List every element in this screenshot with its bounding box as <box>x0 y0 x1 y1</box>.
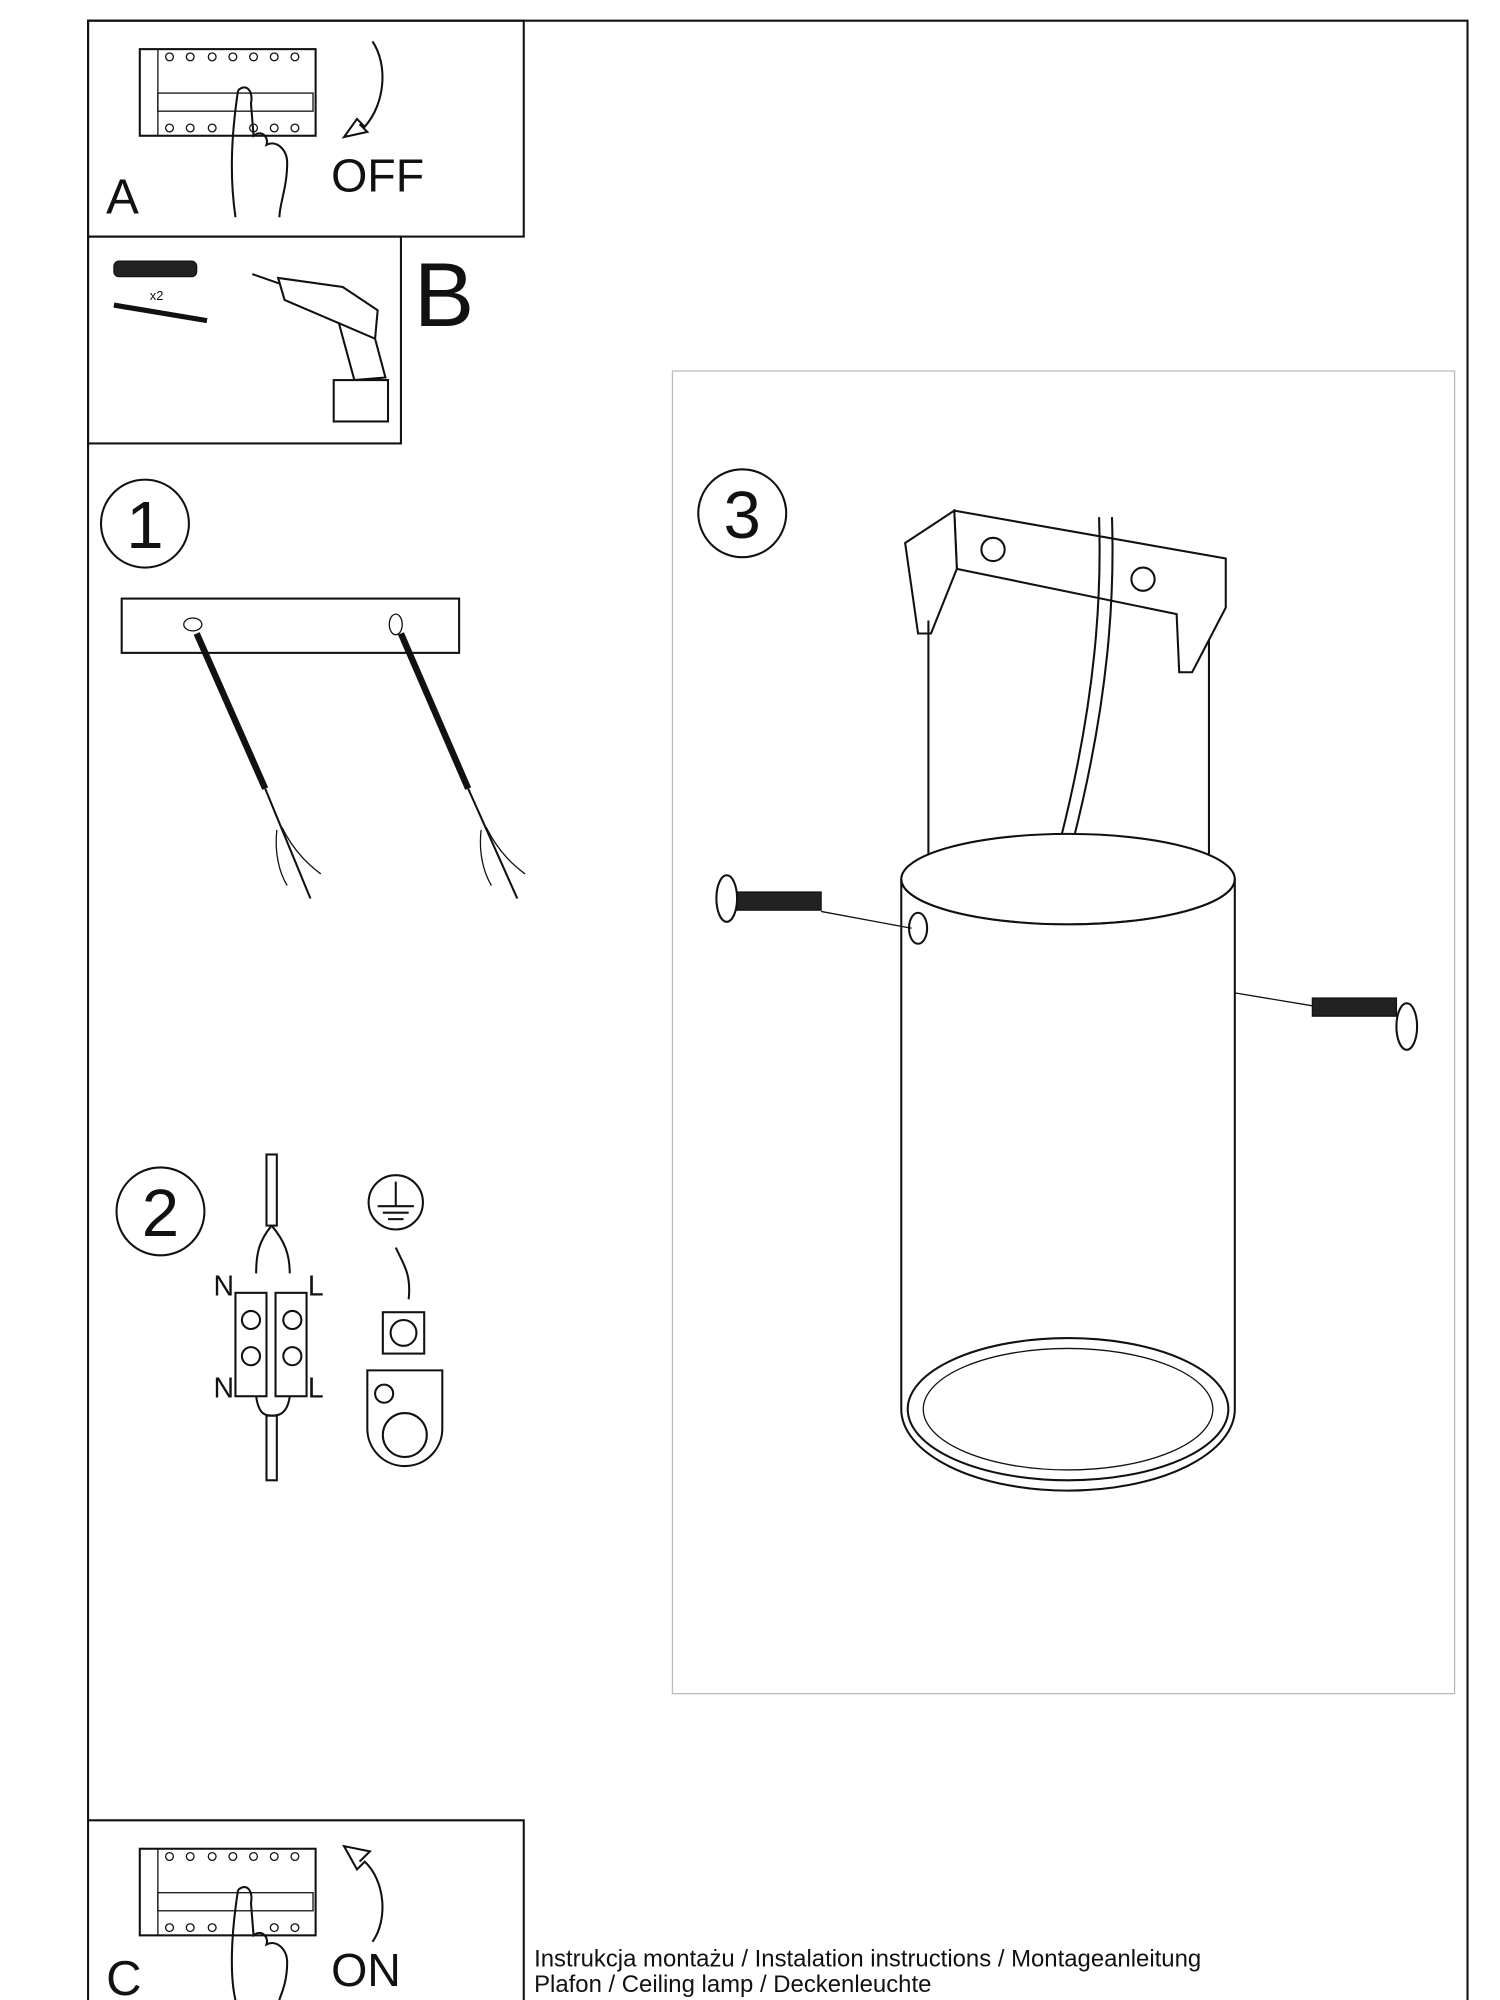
step-2-wiring: 2 N L N L <box>115 1153 444 1482</box>
panel-a-power-off: A OFF <box>87 19 525 238</box>
off-label: OFF <box>331 149 424 201</box>
step-3-lamp-assembly: 3 <box>671 370 1456 1695</box>
panel-a-letter: A <box>106 170 139 224</box>
panel-c-power-on: C ON <box>88 1819 525 2000</box>
ground-symbol-icon <box>367 1174 424 1231</box>
screw-icon <box>113 302 208 324</box>
step-1-badge <box>99 478 190 569</box>
step-3-badge <box>697 468 788 559</box>
step-3-border <box>671 370 1456 1695</box>
quantity-label: x2 <box>150 288 164 303</box>
breaker-panel-icon <box>138 1847 317 1937</box>
panel-c-letter: C <box>106 1952 141 2000</box>
neutral-label-bottom: N <box>213 1373 234 1405</box>
drill-icon <box>251 273 390 423</box>
lamp-cylinder <box>900 832 1236 1492</box>
outer-frame <box>87 19 1469 2000</box>
panel-b-letter: B <box>414 245 474 346</box>
hand-icon <box>230 86 289 218</box>
panel-b-border <box>87 235 402 445</box>
mounting-plate <box>120 597 461 654</box>
breaker-panel-icon <box>138 48 317 137</box>
step-1-number: 1 <box>126 488 163 563</box>
screw-and-plug-left <box>193 632 322 899</box>
step-1-ceiling-plate: 1 <box>99 478 526 899</box>
footer-title: Instrukcja montażu / Instalation instruc… <box>534 1945 1201 1972</box>
power-cable <box>1059 517 1114 841</box>
panel-a-border <box>87 19 525 238</box>
neutral-label-top: N <box>213 1270 234 1302</box>
panel-c-border <box>88 1819 525 2000</box>
wall-plug-icon <box>113 260 198 278</box>
step-2-number: 2 <box>142 1176 179 1251</box>
step-3-number: 3 <box>724 478 761 553</box>
arrow-up-icon <box>342 1844 384 1943</box>
mounting-bracket <box>904 508 1227 899</box>
ground-terminal-icon <box>366 1311 444 1468</box>
footer-subtitle: Plafon / Ceiling lamp / Deckenleuchte <box>534 1971 931 1998</box>
hand-icon <box>230 1886 289 2000</box>
side-screw-left <box>715 874 912 929</box>
screw-and-plug-right <box>397 632 526 899</box>
terminal-block <box>234 1291 308 1398</box>
arrow-down-icon <box>341 40 384 139</box>
side-screw-right <box>1234 992 1419 1051</box>
panel-b-tools: x2 B <box>87 235 474 445</box>
step-2-badge <box>115 1166 206 1257</box>
live-label-bottom: L <box>308 1373 324 1405</box>
on-label: ON <box>331 1944 401 1996</box>
live-label-top: L <box>308 1270 324 1302</box>
